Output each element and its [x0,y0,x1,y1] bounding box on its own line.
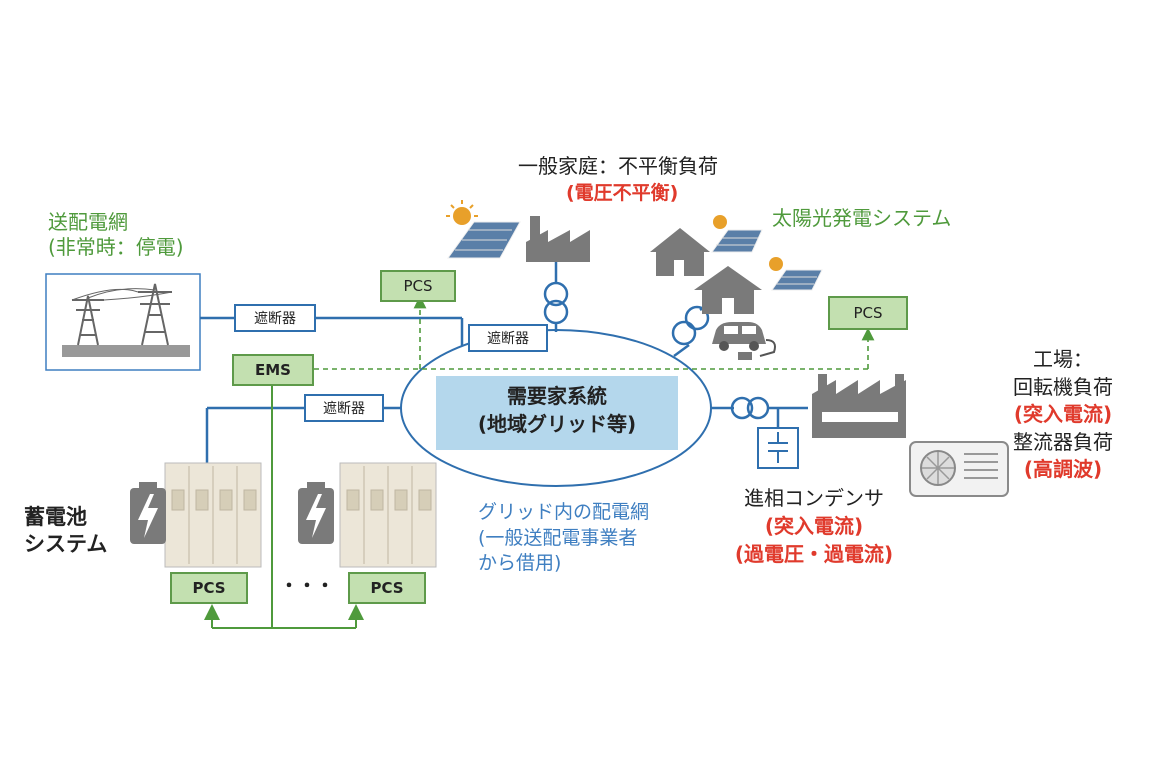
pcs-grid-box[interactable]: PCS [380,270,456,302]
battery-icon [298,482,334,544]
house-icon [694,266,762,314]
distribution-label: グリッド内の配電網 (一般送配電事業者 から借用) [478,501,650,575]
factory-icon [526,216,590,262]
battery-icon [130,482,166,544]
breaker-battery[interactable]: 遮断器 [304,394,384,422]
demand-grid-label-box [436,376,678,450]
battery-system-title: 蓄電池 システム [24,505,108,557]
household-title: 一般家庭：不平衡負荷 [518,154,718,178]
transmission-tower-icon [62,283,190,357]
capacitor-icon [757,427,799,469]
household-issue: (電圧不平衡) [566,182,679,204]
solar-title: 太陽光発電システム [772,206,952,230]
factory-icon [812,374,906,438]
ems-box[interactable]: EMS [232,354,314,386]
transformer-icon [671,305,710,346]
ems-lines [204,386,364,629]
pcs-battery-box-2[interactable]: PCS [348,572,426,604]
pcs-solar-box[interactable]: PCS [828,296,908,330]
grid-title: 送配電網 (非常時：停電) [48,210,184,259]
solar-panel-icon [769,257,823,291]
pcs-battery-box-1[interactable]: PCS [170,572,248,604]
factory-block: 工場： 回転機負荷 (突入電流) 整流器負荷 (高調波) [1013,347,1113,482]
solar-panel-icon [711,215,763,253]
breaker-household[interactable]: 遮断器 [468,324,548,352]
demand-grid-title: 需要家系統 [507,384,607,408]
transformer-icon [543,281,569,332]
battery-cabinet [164,462,262,568]
breaker-grid[interactable]: 遮断器 [234,304,316,332]
control-lines [314,295,875,370]
solar-panel-icon [446,200,521,259]
ellipsis: ・・・ [280,576,334,597]
electric-car-icon [712,322,776,360]
house-icon [650,228,710,276]
demand-grid-subtitle: (地域グリッド等) [477,412,637,436]
capacitor-label: 進相コンデンサ (突入電流) (過電圧・過電流) [734,486,894,566]
battery-cabinet [339,462,437,568]
demand-grid-label: 需要家系統 (地域グリッド等) [436,382,678,438]
air-conditioner-icon [909,441,1009,497]
transformer-icon [730,396,770,420]
